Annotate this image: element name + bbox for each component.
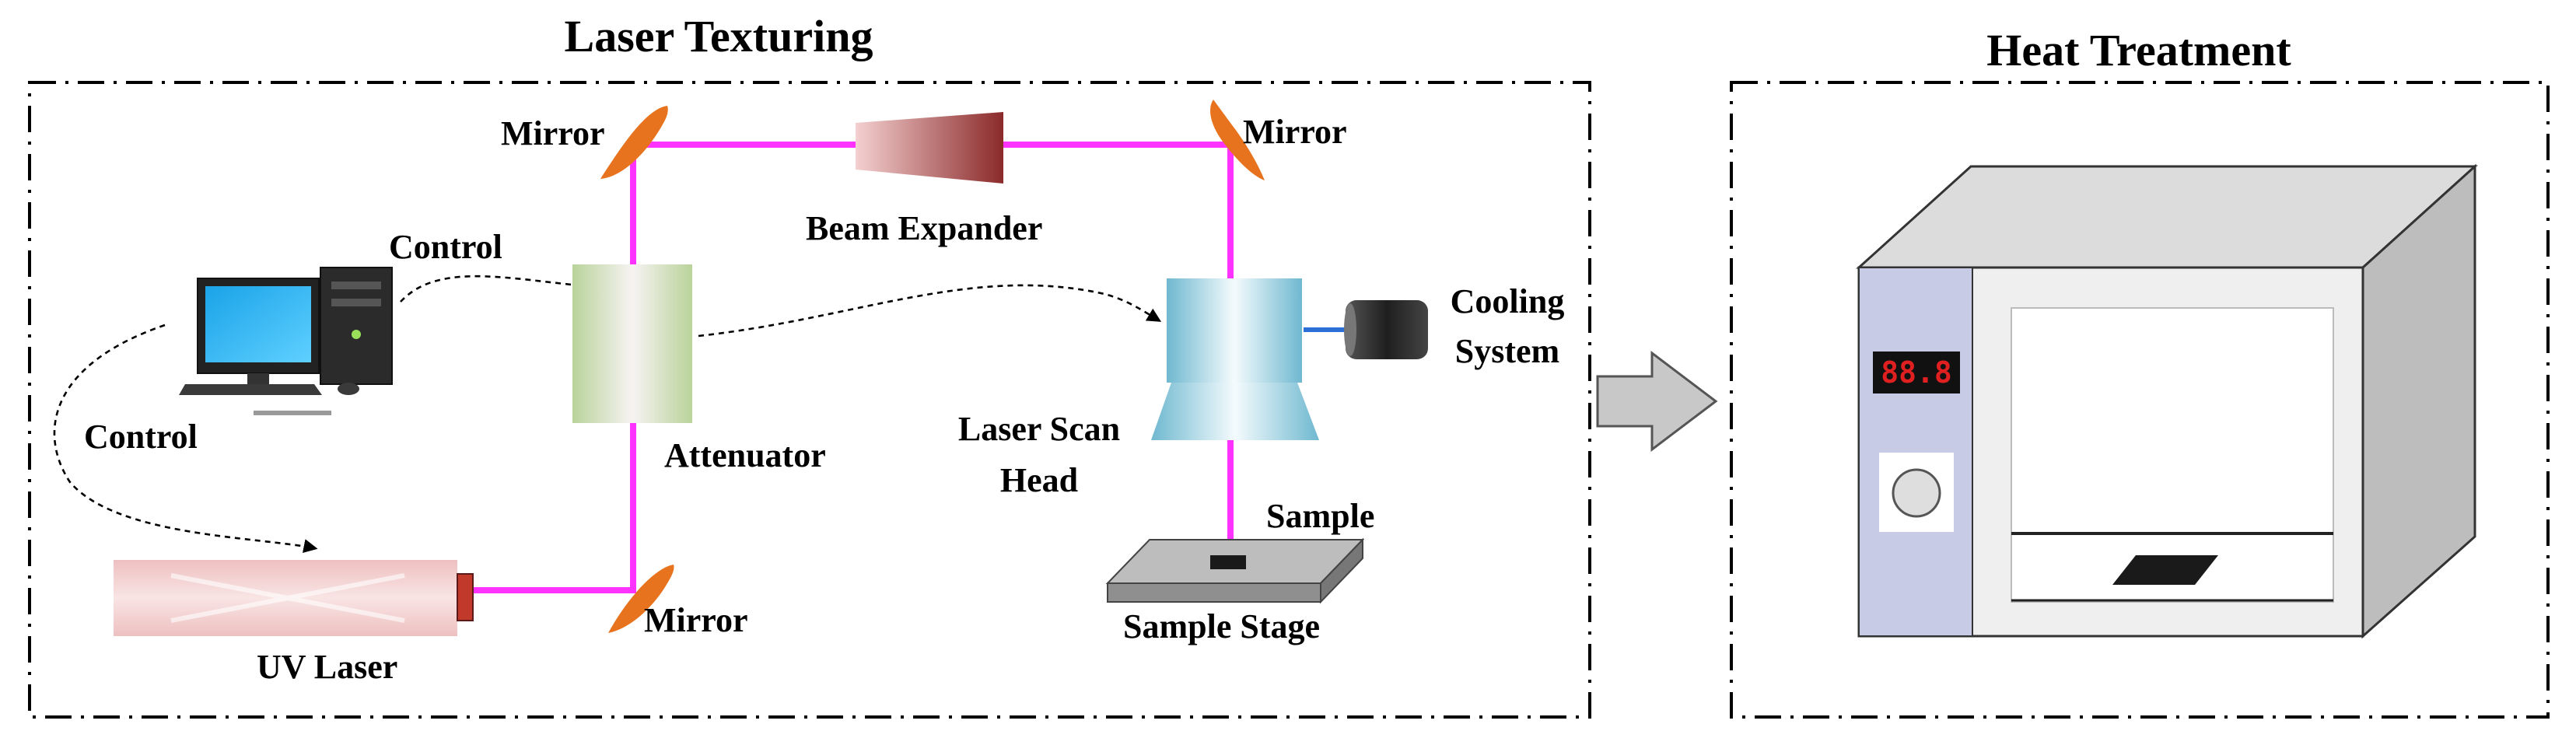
label-mirror-top-left: Mirror	[501, 114, 605, 152]
label-cooling-system-line1: Cooling	[1451, 282, 1565, 320]
control-line-to-scan-head	[698, 284, 1162, 338]
oven-knob-icon	[1892, 468, 1941, 518]
mirror-top-right-icon	[1210, 100, 1265, 180]
sample-stage-icon	[1105, 537, 1365, 604]
heat-treatment-frame	[1730, 81, 2550, 719]
label-control-left: Control	[84, 418, 198, 456]
oven-sample-icon	[2112, 555, 2218, 585]
label-laser-scan-head-line1: Laser Scan	[958, 410, 1120, 448]
title-heat-treatment: Heat Treatment	[1986, 25, 2291, 75]
oven-window	[2011, 307, 2334, 603]
beam-expander-icon	[856, 112, 1003, 184]
oven-display-value: 88.8	[1881, 355, 1952, 390]
sample-icon	[1210, 555, 1246, 569]
oven-control-panel	[1858, 267, 1973, 637]
mirror-bottom-icon	[608, 565, 674, 633]
cooling-system-icon	[1304, 300, 1428, 359]
computer-icon	[179, 267, 393, 415]
mirror-top-left-icon	[600, 106, 668, 179]
control-line-pc-to-laser	[53, 324, 318, 554]
title-laser-texturing: Laser Texturing	[565, 11, 873, 61]
label-mirror-top-right: Mirror	[1243, 113, 1347, 151]
label-sample-stage: Sample Stage	[1123, 607, 1320, 645]
label-mirror-bottom: Mirror	[644, 601, 748, 639]
control-line-pc-to-attenuator	[400, 275, 572, 303]
label-sample: Sample	[1266, 497, 1374, 535]
label-beam-expander: Beam Expander	[806, 209, 1042, 247]
laser-scan-head-icon	[1151, 278, 1319, 440]
oven-display	[1873, 352, 1960, 393]
label-uv-laser: UV Laser	[257, 648, 397, 686]
label-control-top: Control	[389, 228, 502, 266]
attenuator-icon	[572, 264, 692, 423]
laser-texturing-frame	[28, 81, 1591, 719]
label-cooling-system-line2: System	[1455, 332, 1559, 370]
uv-laser-icon	[114, 560, 474, 636]
label-laser-scan-head-line2: Head	[1000, 461, 1078, 499]
process-arrow	[1596, 350, 1718, 453]
label-attenuator: Attenuator	[664, 436, 826, 474]
oven-icon	[1856, 163, 2478, 639]
